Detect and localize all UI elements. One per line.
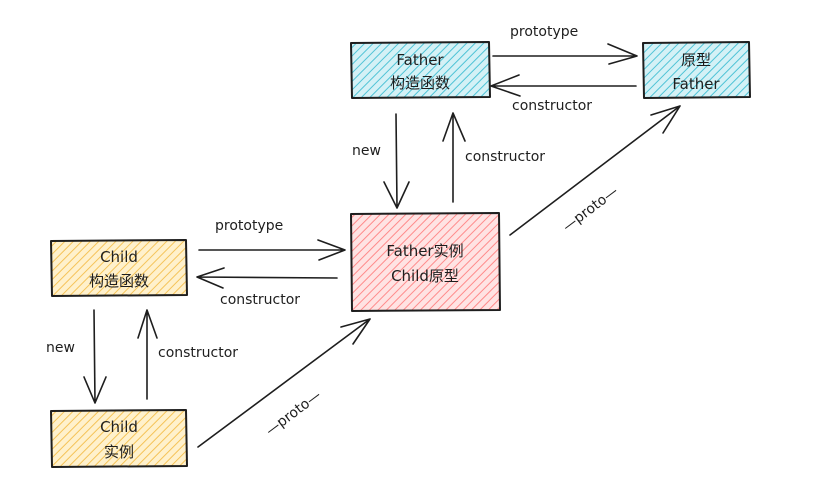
- edge-child-constructor-back[interactable]: constructor: [196, 267, 338, 308]
- node-father-instance-line2: Child原型: [391, 267, 459, 285]
- node-child-constructor-border: [50, 239, 188, 297]
- edge-child-instance-proto-label: —proto—: [263, 387, 325, 439]
- node-father-constructor-border: [350, 41, 491, 99]
- node-father-prototype-line1: 原型: [681, 51, 711, 69]
- edge-father-constructor-back[interactable]: constructor: [490, 74, 637, 114]
- node-father-prototype-border: [642, 41, 751, 99]
- node-child-instance[interactable]: Child 实例: [50, 409, 188, 468]
- node-father-instance-border: [350, 212, 501, 312]
- node-father-constructor[interactable]: Father 构造函数: [350, 41, 491, 99]
- edge-child-prototype-label: prototype: [215, 218, 283, 234]
- edge-father-instance-proto[interactable]: —proto—: [509, 105, 681, 236]
- node-child-instance-line2: 实例: [104, 443, 134, 461]
- arrow-up-icon: [137, 309, 158, 400]
- node-father-constructor-line1: Father: [396, 51, 444, 69]
- arrow-up-icon: [442, 112, 466, 203]
- edge-child-new[interactable]: new: [46, 309, 107, 404]
- edge-child-instance-constructor-label: constructor: [158, 345, 238, 361]
- edge-child-instance-constructor[interactable]: constructor: [137, 309, 238, 400]
- arrow-left-icon: [490, 74, 637, 97]
- node-child-instance-line1: Child: [100, 418, 138, 436]
- arrow-right-icon: [492, 43, 638, 65]
- node-father-prototype-fill: [643, 43, 749, 97]
- arrow-diagonal-icon: [197, 318, 371, 448]
- node-child-instance-border: [50, 409, 188, 468]
- node-father-instance-fill: [351, 214, 499, 310]
- node-father-constructor-fill: [351, 43, 489, 97]
- node-child-constructor-fill: [51, 241, 186, 295]
- edge-father-instance-constructor[interactable]: constructor: [442, 112, 545, 203]
- node-child-constructor-line1: Child: [100, 248, 138, 266]
- node-child-instance-fill: [51, 411, 186, 467]
- edge-father-prototype[interactable]: prototype: [492, 24, 638, 65]
- node-father-prototype-line2: Father: [672, 75, 720, 93]
- edge-child-instance-proto[interactable]: —proto—: [197, 318, 371, 448]
- arrow-diagonal-icon: [509, 105, 681, 236]
- arrow-down-icon: [83, 309, 107, 404]
- edge-father-prototype-label: prototype: [510, 24, 578, 40]
- arrow-right-icon: [198, 239, 346, 261]
- node-father-constructor-line2: 构造函数: [390, 74, 450, 92]
- edge-child-new-label: new: [46, 340, 75, 356]
- node-father-instance-line1: Father实例: [386, 242, 463, 260]
- edge-father-new-label: new: [352, 143, 381, 159]
- edge-father-constructor-back-label: constructor: [512, 98, 592, 114]
- arrow-down-icon: [383, 113, 410, 209]
- edge-father-new[interactable]: new: [352, 113, 410, 209]
- node-child-constructor-line2: 构造函数: [89, 272, 149, 290]
- arrow-left-icon: [196, 267, 338, 289]
- node-child-constructor[interactable]: Child 构造函数: [50, 239, 188, 297]
- node-father-instance[interactable]: Father实例 Child原型: [350, 212, 501, 312]
- edge-child-prototype[interactable]: prototype: [198, 218, 346, 261]
- edge-father-instance-constructor-label: constructor: [465, 149, 545, 165]
- edge-child-constructor-back-label: constructor: [220, 292, 300, 308]
- node-father-prototype[interactable]: 原型 Father: [642, 41, 751, 99]
